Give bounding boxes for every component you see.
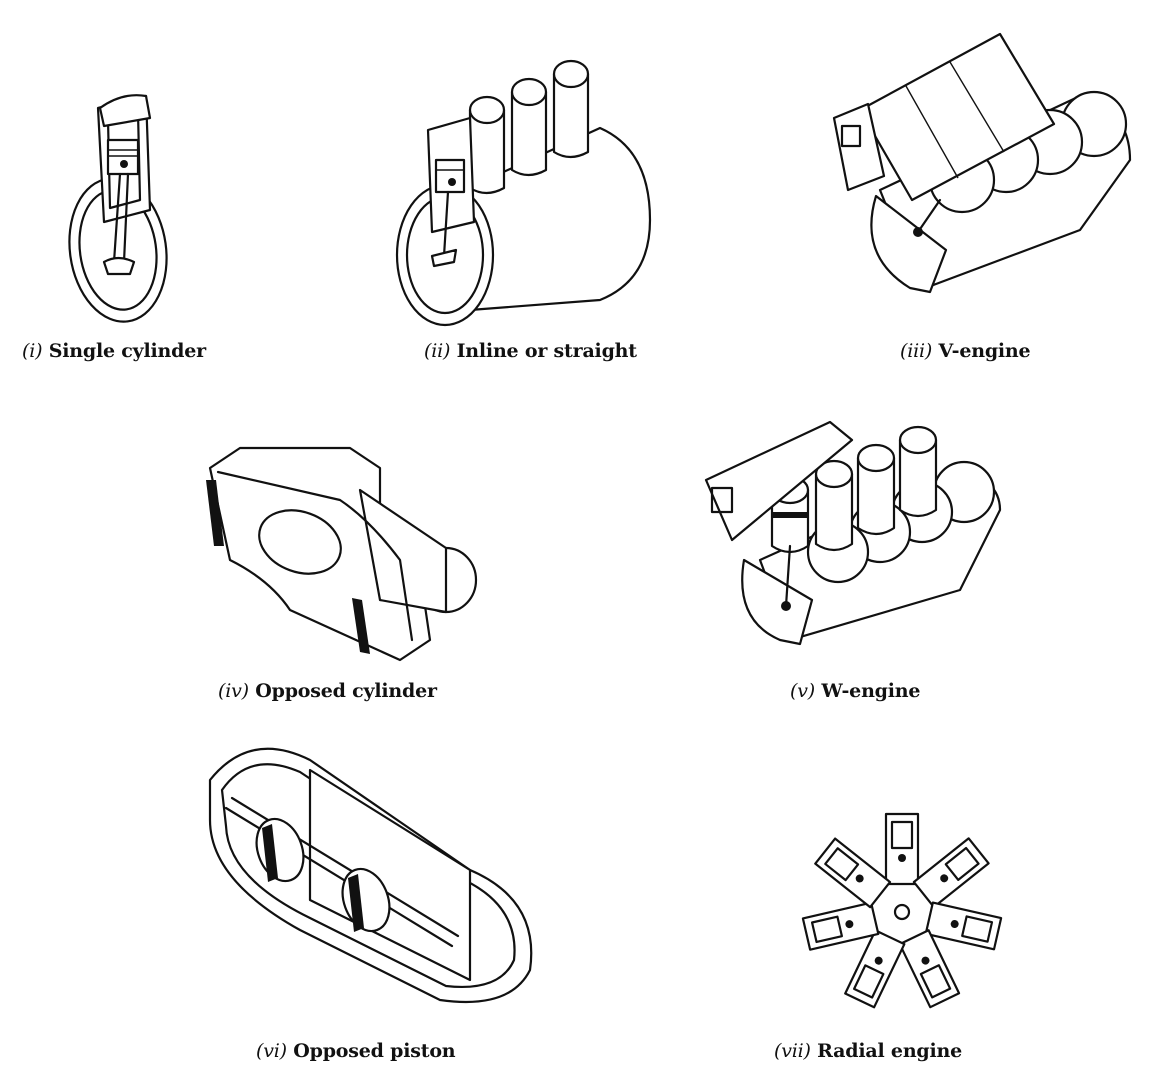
w-engine-crankcase xyxy=(742,546,812,644)
inline-cutaway-cylinder xyxy=(428,118,474,266)
caption-opposed-cylinder: (iv) Opposed cylinder xyxy=(218,680,437,702)
v-engine-crankcase xyxy=(871,196,946,292)
opposed-cylinder-body xyxy=(210,448,476,660)
v-engine-lower-bank xyxy=(880,92,1130,290)
w-engine-inner-bank xyxy=(706,422,852,540)
caption-radial-engine: (vii) Radial engine xyxy=(774,1040,963,1062)
caption-w-engine: (v) W-engine xyxy=(790,680,921,702)
caption-inline-or-straight: (ii) Inline or straight xyxy=(424,340,637,362)
single-cylinder-piston xyxy=(104,140,138,274)
caption-single-cylinder: (i) Single cylinder xyxy=(22,340,206,362)
caption-v-engine: (iii) V-engine xyxy=(900,340,1031,362)
inline-cylinders xyxy=(470,61,588,193)
opposed-piston-pistons xyxy=(248,812,397,937)
radial-engine-hub xyxy=(895,905,909,919)
caption-opposed-piston: (vi) Opposed piston xyxy=(256,1040,456,1062)
opposed-cylinder-section xyxy=(206,472,412,654)
v-engine-upper-bank xyxy=(834,34,1054,200)
radial-engine-arms xyxy=(803,814,1001,1007)
